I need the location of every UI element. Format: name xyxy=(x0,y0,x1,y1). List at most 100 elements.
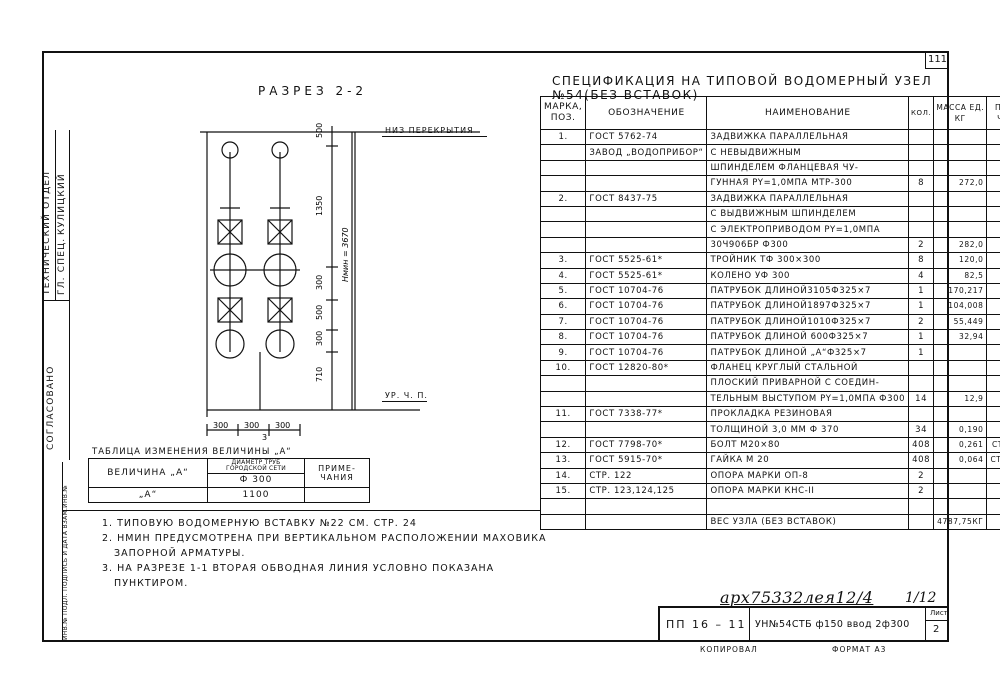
spec-cell-qty xyxy=(908,128,935,146)
table-a: Величина „а“ Диаметр труб городской сети… xyxy=(88,458,370,503)
valve-1a xyxy=(217,219,243,245)
spec-cell-designation: ГОСТ 7338-77* xyxy=(585,406,708,423)
table-a-row-head: Величина „а“ Диаметр труб городской сети… xyxy=(88,458,370,488)
spec-cell-qty: 1 xyxy=(908,344,935,361)
spec-cell-mass xyxy=(933,190,988,207)
spec-row: 6.ГОСТ 10704-76Патрубок длиной1897ф325×7… xyxy=(539,298,1000,315)
table-a-row-label: „а“ xyxy=(88,487,208,503)
side-inv-text: Инв.№ подл. Подпись и дата Взам.инв.№ xyxy=(62,485,69,640)
spec-cell-name: Патрубок длиной1010ф325×7 xyxy=(706,313,910,331)
spec-cell-mark xyxy=(539,159,587,177)
spec-cell-name: Патрубок длиной 600ф325×7 xyxy=(706,329,910,346)
spec-cell-qty: 8 xyxy=(908,252,935,269)
spec-row: 12.ГОСТ 7798-70*Болт М20×804080,261Сталь… xyxy=(539,436,1000,454)
spec-cell-qty: 4 xyxy=(908,267,935,284)
side-inv-block: Инв.№ подл. Подпись и дата Взам.инв.№ xyxy=(62,462,71,642)
spec-cell-mass xyxy=(933,482,988,500)
spec-cell-designation: ГОСТ 5915-70* xyxy=(585,452,708,469)
section-title: Разрез 2-2 xyxy=(258,84,368,98)
spec-cell-mass xyxy=(933,498,988,515)
spec-cell-designation: ГОСТ 10704-76 xyxy=(585,344,708,361)
spec-cell-qty xyxy=(908,513,935,531)
spec-cell-mark: 15. xyxy=(539,482,587,500)
spec-cell-mark: 11. xyxy=(539,406,587,423)
footer-copied: Копировал xyxy=(700,645,758,654)
spec-cell-name: гунная Py=1,0МПа МТР-300 xyxy=(706,175,910,192)
stamp-sheet-value: 2 xyxy=(933,624,940,635)
label-ceiling-line xyxy=(382,136,487,137)
spec-cell-name: толщиной 3,0 мм ф 370 xyxy=(706,421,910,438)
spec-cell-mark: 2. xyxy=(539,190,587,207)
spec-cell-mass xyxy=(933,344,988,361)
spec-cell-mark: 7. xyxy=(539,313,587,331)
spec-cell-mark: 8. xyxy=(539,329,587,346)
footer-format: Формат А3 xyxy=(832,645,887,654)
spec-cell-note xyxy=(986,375,1000,392)
spec-cell-qty: 1 xyxy=(908,282,935,300)
dim-b300-2: 300 xyxy=(244,421,259,430)
spec-cell-note: шт. xyxy=(986,282,1000,300)
spec-cell-note xyxy=(986,359,1000,377)
spec-cell-mass: 12,9 xyxy=(933,390,988,408)
spec-row: Вес узла (без вставок)4787,75кг xyxy=(539,513,1000,531)
table-a-row-value-cell: 1100 xyxy=(207,487,305,503)
spec-cell-mass xyxy=(933,144,988,161)
spec-row: 2.ГОСТ 8437-75Задвижка параллельная xyxy=(539,190,1000,207)
spec-cell-designation: ГОСТ 8437-75 xyxy=(585,190,708,207)
valve-2b xyxy=(267,297,293,323)
spec-cell-qty: 408 xyxy=(908,452,935,469)
spec-cell-designation: ГОСТ 5525-61* xyxy=(585,252,708,269)
spec-cell-name: Гайка М 20 xyxy=(706,452,910,469)
spec-cell-mark xyxy=(539,375,587,392)
spec-cell-note: шт. xyxy=(986,298,1000,315)
spec-cell-mass: 0,064 xyxy=(933,452,988,469)
spec-cell-mass: 272,0 xyxy=(933,175,988,192)
spec-cell-qty: 2 xyxy=(908,313,935,331)
spec-cell-designation xyxy=(585,513,708,531)
tee-1b xyxy=(215,329,245,359)
note-line-1: 1. Типовую водомерную вставку №22 см. ст… xyxy=(102,518,417,529)
notes-block: 1. Типовую водомерную вставку №22 см. ст… xyxy=(102,516,546,591)
spec-cell-note: шт. xyxy=(986,267,1000,284)
spec-cell-designation xyxy=(585,375,708,392)
spec-row: 30ч906бр ф3002282,0шт. xyxy=(539,236,1000,254)
stamp-divider-2 xyxy=(925,608,926,642)
spec-cell-qty xyxy=(908,221,935,238)
spec-cell-name: Опора марки КНС-II xyxy=(706,482,910,500)
spec-cell-mass: 282,0 xyxy=(933,236,988,254)
dim-300-b: 300 xyxy=(315,331,324,346)
side-line-1 xyxy=(55,130,56,300)
spec-cell-designation xyxy=(585,498,708,515)
spec-cell-name: с невыдвижным xyxy=(706,144,910,161)
spec-cell-name: 30ч906бр ф300 xyxy=(706,236,910,254)
spec-cell-note xyxy=(986,406,1000,423)
spec-cell-mark xyxy=(539,144,587,161)
gauge-2 xyxy=(271,141,289,159)
spec-cell-name: Патрубок длиной „а“ф325×7 xyxy=(706,344,910,361)
table-a-row-note xyxy=(304,487,370,503)
spec-h-mark: Марка, поз. xyxy=(539,96,587,130)
table-a-col2-sub: ф 300 xyxy=(207,472,305,488)
spec-cell-note xyxy=(986,205,1000,223)
spec-row xyxy=(539,498,1000,515)
dim-b300-3: 300 xyxy=(275,421,290,430)
spec-cell-mass xyxy=(933,159,988,177)
spec-cell-name: Тройник ТФ 300×300 xyxy=(706,252,910,269)
spec-cell-mass xyxy=(933,406,988,423)
spec-cell-name: Патрубок длиной3105ф325×7 xyxy=(706,282,910,300)
spec-cell-note: шт. xyxy=(986,329,1000,346)
spec-cell-mark: 1. xyxy=(539,128,587,146)
spec-cell-mass: 104,008 xyxy=(933,298,988,315)
spec-cell-mark: 12. xyxy=(539,436,587,454)
spec-h-mass: Масса ед. кг xyxy=(933,96,988,130)
spec-row: 11.ГОСТ 7338-77*Прокладка резиновая xyxy=(539,406,1000,423)
spec-cell-note: шт. xyxy=(986,390,1000,408)
spec-cell-note xyxy=(986,513,1000,531)
spec-h-designation: Обозначение xyxy=(585,96,708,130)
spec-cell-name: Задвижка параллельная xyxy=(706,190,910,207)
spec-cell-mark: 3. xyxy=(539,252,587,269)
label-ceiling: низ перекрытия xyxy=(385,126,474,135)
spec-cell-designation xyxy=(585,421,708,438)
stamp-divider-1 xyxy=(749,608,750,642)
